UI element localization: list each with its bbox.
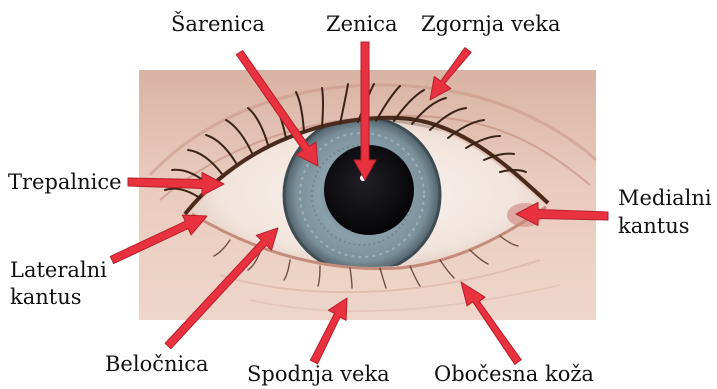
label-lateralni-kantus-line2: kantus xyxy=(10,285,82,310)
label-obocesna-koza: Obočesna koža xyxy=(434,362,594,387)
label-medialni-kantus-line2: kantus xyxy=(618,214,690,239)
label-lateralni-kantus-line1: Lateralni xyxy=(10,258,107,283)
label-medialni-kantus-line1: Medialni xyxy=(618,186,712,211)
label-zgornja-veka: Zgornja veka xyxy=(421,12,560,37)
label-spodnja-veka: Spodnja veka xyxy=(247,362,390,387)
label-zenica: Zenica xyxy=(326,12,398,37)
label-trepalnice: Trepalnice xyxy=(8,170,122,195)
label-belocnica: Beločnica xyxy=(105,352,209,377)
label-sarenica: Šarenica xyxy=(171,12,265,37)
